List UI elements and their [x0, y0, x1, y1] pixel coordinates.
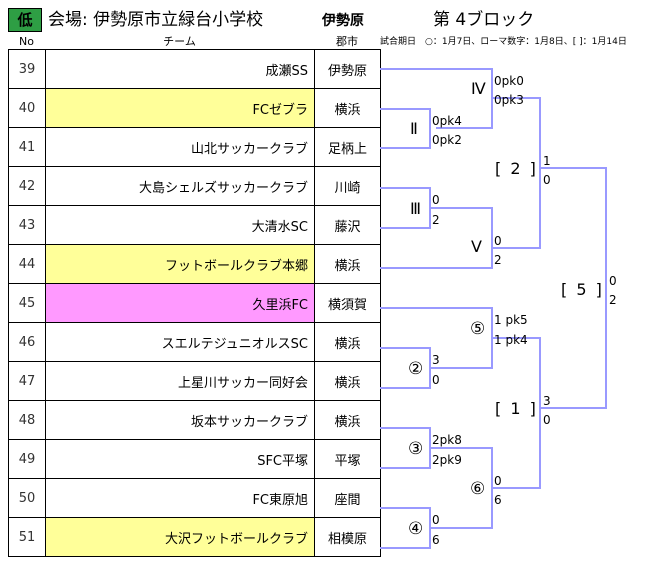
circle-mark-3: ③ — [408, 439, 424, 459]
team-name: 大清水SC — [45, 205, 315, 245]
score-m2-top: 0pk4 — [432, 114, 462, 128]
score-b5-top: 0 — [609, 274, 617, 288]
score-b2-bottom: 0 — [543, 173, 551, 187]
team-city: 横浜 — [314, 400, 381, 440]
host-city: 伊勢原 — [322, 13, 364, 29]
round-mark-3: Ⅲ — [410, 199, 422, 218]
team-number: 47 — [8, 361, 46, 401]
team-number: 48 — [8, 400, 46, 440]
score-b5-bottom: 2 — [609, 293, 617, 307]
column-header-city: 郡市 — [336, 35, 358, 48]
team-number: 42 — [8, 166, 46, 206]
circle-mark-6: ⑥ — [470, 479, 486, 499]
score-c3-bottom: 2pk9 — [432, 453, 462, 467]
bracket-line-r2 — [380, 108, 431, 149]
score-c2-top: 3 — [432, 353, 440, 367]
circle-mark-4: ④ — [408, 519, 424, 539]
team-number: 46 — [8, 322, 46, 362]
team-number: 39 — [8, 49, 46, 89]
team-city: 川崎 — [314, 166, 381, 206]
team-city: 横浜 — [314, 88, 381, 128]
team-city: 藤沢 — [314, 205, 381, 245]
bracket-line-b1 — [492, 337, 541, 489]
circle-mark-5: ⑤ — [470, 319, 486, 339]
score-c6-top: 0 — [494, 474, 502, 488]
score-b1-bottom: 0 — [543, 413, 551, 427]
team-name: SFC平塚 — [45, 439, 315, 479]
venue-title: 会場: 伊勢原市立緑台小学校 — [48, 10, 264, 30]
team-number: 41 — [8, 127, 46, 167]
bracket-line-r3 — [380, 187, 431, 229]
team-number: 43 — [8, 205, 46, 245]
bracket-line-r5 — [380, 207, 493, 269]
round-mark-4: Ⅳ — [471, 79, 486, 98]
block-title: 第 4ブロック — [433, 10, 535, 30]
team-city: 横浜 — [314, 244, 381, 284]
team-city: 伊勢原 — [314, 49, 381, 89]
team-name: FC東原旭 — [45, 478, 315, 518]
round-mark-2: Ⅱ — [410, 119, 418, 138]
score-b1-top: 3 — [543, 394, 551, 408]
team-city: 相模原 — [314, 517, 381, 557]
score-c6-bottom: 6 — [494, 493, 502, 507]
team-number: 45 — [8, 283, 46, 323]
score-c5-bottom: 1 pk4 — [494, 333, 528, 347]
score-m3-bottom: 2 — [432, 213, 440, 227]
circle-mark-2: ② — [408, 359, 424, 379]
team-city: 座間 — [314, 478, 381, 518]
team-city: 横須賀 — [314, 283, 381, 323]
score-m4-top: 0pk0 — [494, 74, 524, 88]
team-number: 51 — [8, 517, 46, 557]
team-name: FCゼブラ — [45, 88, 315, 128]
team-name: 久里浜FC — [45, 283, 315, 323]
score-c3-top: 2pk8 — [432, 433, 462, 447]
score-b2-top: 1 — [543, 154, 551, 168]
column-header-no: No — [19, 35, 34, 48]
score-c2-bottom: 0 — [432, 373, 440, 387]
score-m2-bottom: 0pk2 — [432, 133, 462, 147]
bracket-mark-5: [ 5 ] — [561, 280, 604, 299]
schedule-legend: 試合期日 ○：1月7日、ローマ数字：1月8日、[ ]：1月14日 — [380, 37, 627, 47]
bracket-line-b2 — [492, 97, 541, 249]
bracket-mark-1: [ 1 ] — [495, 399, 538, 418]
team-name: フットボールクラブ本郷 — [45, 244, 315, 284]
score-m5-bottom: 2 — [494, 253, 502, 267]
score-m5-top: 0 — [494, 234, 502, 248]
team-city: 横浜 — [314, 361, 381, 401]
score-m3-top: 0 — [432, 193, 440, 207]
round-mark-5: Ⅴ — [471, 237, 482, 256]
score-c4-bottom: 6 — [432, 533, 440, 547]
score-c5-top: 1 pk5 — [494, 313, 528, 327]
level-badge: 低 — [8, 8, 42, 32]
score-c4-top: 0 — [432, 513, 440, 527]
column-header-team: チーム — [163, 35, 196, 48]
team-city: 横浜 — [314, 322, 381, 362]
score-m4-bottom: 0pk3 — [494, 93, 524, 107]
bracket-line-b5 — [540, 167, 607, 409]
bracket-mark-2: [ 2 ] — [495, 159, 538, 178]
team-name: 大沢フットボールクラブ — [45, 517, 315, 557]
team-name: 上星川サッカー同好会 — [45, 361, 315, 401]
team-number: 44 — [8, 244, 46, 284]
team-name: スエルテジュニオルスSC — [45, 322, 315, 362]
team-city: 足柄上 — [314, 127, 381, 167]
team-name: 大島シェルズサッカークラブ — [45, 166, 315, 206]
